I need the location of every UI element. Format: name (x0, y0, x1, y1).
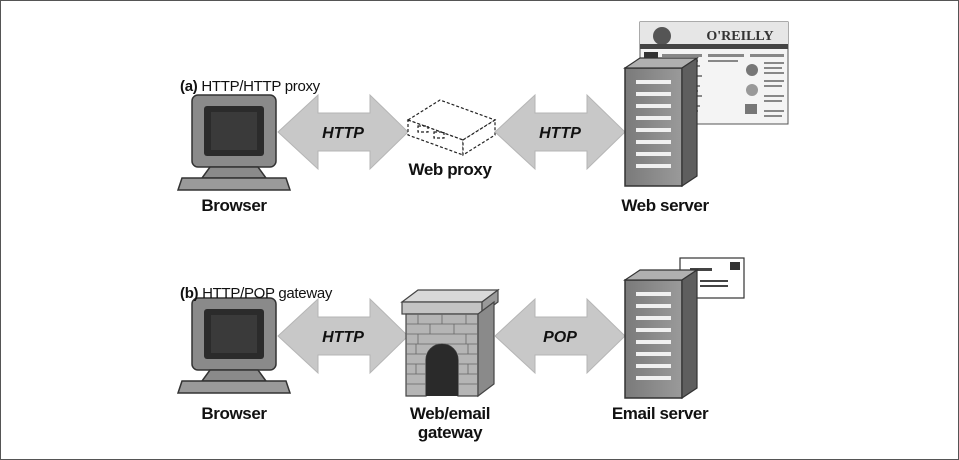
gateway-label-line2: gateway (417, 423, 483, 442)
web-proxy-icon (406, 99, 497, 157)
gateway-arch-icon (400, 288, 500, 398)
browser-label: Browser (201, 196, 267, 215)
oreilly-logo: O'REILLY (706, 29, 773, 44)
email-server-label: Email server (611, 404, 709, 423)
http-link-label: HTTP (539, 125, 581, 142)
http-link-label: HTTP (322, 329, 364, 346)
pop-link-label: POP (543, 329, 577, 346)
web-proxy-label: Web proxy (408, 160, 492, 179)
panel-a-tag: (a) (180, 78, 198, 95)
browser-computer-icon (176, 297, 292, 394)
gateway-label-line1: Web/email (409, 404, 491, 423)
panel-a-caption: (a) HTTP/HTTP proxy (180, 78, 320, 95)
browser-computer-icon (176, 94, 292, 191)
web-server-icon (623, 56, 699, 188)
panel-b-tag: (b) (180, 285, 199, 302)
http-link-label: HTTP (322, 125, 364, 142)
panel-a-title: HTTP/HTTP proxy (201, 78, 320, 95)
panel-b-caption: (b) HTTP/POP gateway (180, 285, 332, 302)
web-email-gateway-label: Web/email gateway (395, 404, 505, 442)
panel-b-title: HTTP/POP gateway (202, 285, 333, 302)
browser-label: Browser (201, 404, 267, 423)
email-server-icon (623, 268, 699, 400)
web-server-label: Web server (621, 196, 709, 215)
